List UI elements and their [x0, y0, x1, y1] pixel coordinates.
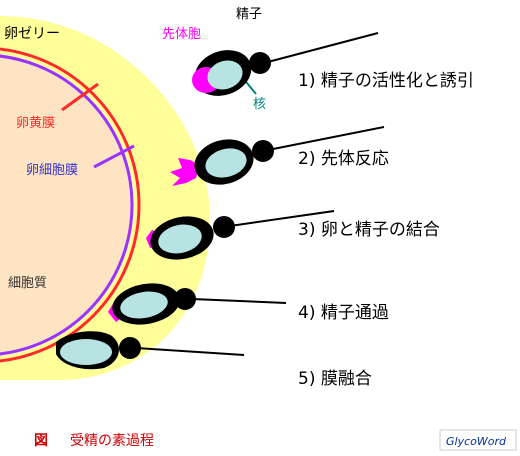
figure-caption-prefix: 図 — [34, 433, 48, 449]
glycoword-logo: GlycoWord — [439, 429, 517, 451]
logo-text: GlycoWord — [446, 435, 507, 448]
sperm-5-nucleus — [60, 339, 112, 365]
sperm-2 — [170, 126, 385, 186]
sperm-2-acrosome-release — [170, 158, 200, 186]
sperm-3-nucleus — [158, 224, 202, 254]
label-egg-jelly: 卵ゼリー — [4, 26, 60, 42]
label-nucleus: 核 — [253, 97, 266, 112]
sperm-5-midpiece — [119, 337, 141, 359]
sperm-3 — [146, 210, 335, 260]
membrane-pointer-line — [93, 144, 135, 169]
sperm-2-nucleus — [205, 148, 247, 178]
label-acrosome: 先体胞 — [162, 27, 201, 42]
sperm-2-midpiece — [252, 140, 274, 162]
label-cytoplasm: 細胞質 — [8, 276, 47, 291]
sperm-4-nucleus — [120, 291, 168, 319]
step-2: 2) 先体反応 — [298, 149, 389, 169]
sperm-3-tail — [229, 210, 335, 227]
figure-caption: 受精の素過程 — [70, 433, 154, 449]
sperm-5-tail — [135, 347, 245, 356]
step-4: 4) 精子通過 — [298, 303, 389, 323]
step-3: 3) 卵と精子の結合 — [298, 220, 440, 240]
label-egg-membrane: 卵細胞膜 — [26, 163, 78, 178]
vitelline-membrane — [0, 47, 141, 363]
sperm-1-nucleus — [207, 60, 243, 90]
sperm-5 — [56, 331, 245, 370]
label-sperm: 精子 — [236, 7, 262, 22]
vitelline-pointer-line — [61, 82, 99, 112]
label-vitelline: 卵黄膜 — [16, 116, 55, 131]
sperm-2-tail — [267, 126, 385, 151]
egg-cell-membrane — [0, 54, 134, 356]
sperm-3-midpiece — [213, 216, 235, 238]
sperm-4-midpiece — [174, 288, 196, 310]
sperm-1-midpiece — [249, 52, 271, 74]
sperm-1-tail — [263, 32, 379, 64]
step-1: 1) 精子の活性化と誘引 — [298, 71, 474, 91]
step-5: 5) 膜融合 — [298, 369, 372, 389]
sperm-4-tail — [191, 298, 287, 304]
sperm-4 — [108, 283, 287, 325]
egg-cytoplasm — [0, 54, 134, 356]
sperm-1 — [192, 32, 379, 96]
